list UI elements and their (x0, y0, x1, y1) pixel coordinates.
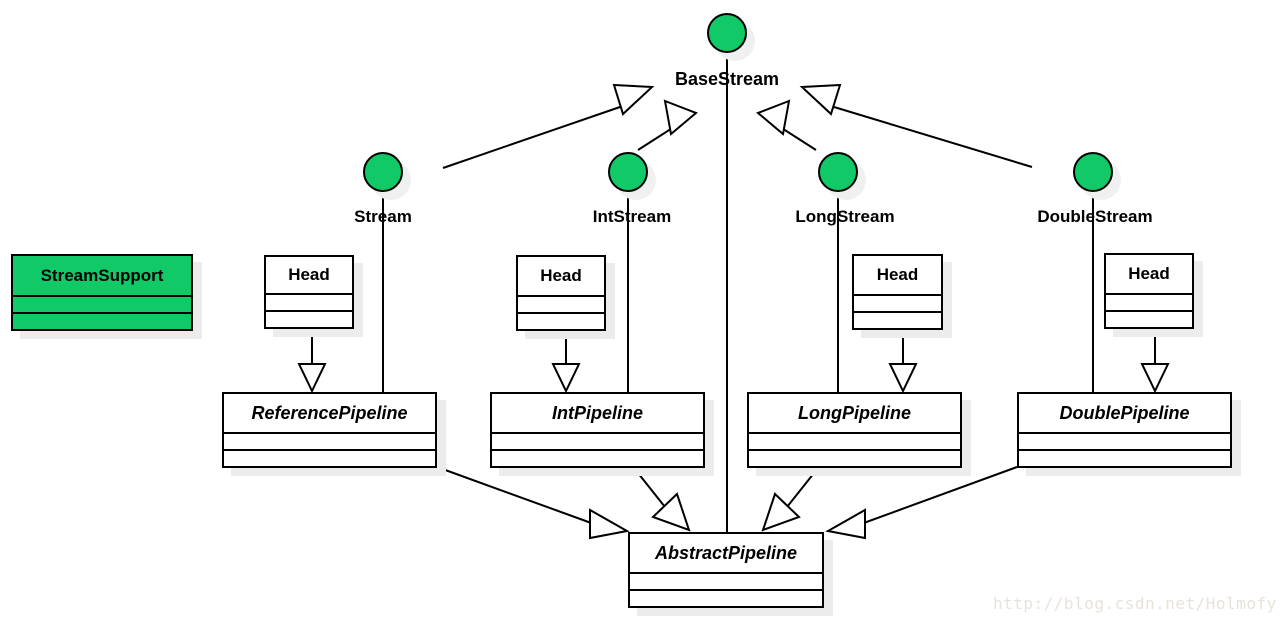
class-name-streamsupport: StreamSupport (40, 265, 164, 285)
generalization-referencepipeline-abstractpipeline (436, 466, 630, 540)
generalization-head-doublepipeline (1140, 328, 1170, 394)
interface-circle-longstream (818, 152, 858, 192)
class-name-abstractpipeline: AbstractPipeline (654, 542, 798, 563)
operations-compartment (854, 311, 941, 328)
operations-compartment (492, 449, 703, 466)
interface-label-intstream: IntStream (592, 207, 672, 226)
generalization-doublestream-basestream (799, 83, 1033, 168)
attributes-compartment (749, 432, 960, 449)
generalization-head-intpipeline (551, 331, 581, 394)
generalization-longstream-basestream (756, 99, 817, 151)
generalization-head-referencepipeline (297, 329, 327, 394)
operations-compartment (630, 589, 822, 606)
operations-compartment (518, 312, 604, 329)
class-box-head-double: Head (1104, 253, 1194, 329)
class-name-head: Head (1128, 264, 1170, 283)
class-box-abstractpipeline: AbstractPipeline (628, 532, 824, 608)
interface-label-doublestream: DoubleStream (1037, 207, 1153, 226)
generalization-doublepipeline-abstractpipeline (825, 466, 1018, 540)
generalization-longpipeline-abstractpipeline (761, 467, 819, 532)
class-box-longpipeline: LongPipeline (747, 392, 962, 468)
attributes-compartment (13, 295, 191, 312)
attributes-compartment (266, 293, 352, 310)
interface-label-stream: Stream (354, 207, 412, 226)
class-name-intpipeline: IntPipeline (551, 402, 643, 423)
generalization-stream-basestream (442, 83, 655, 169)
operations-compartment (266, 310, 352, 327)
interface-circle-stream (363, 152, 403, 192)
watermark-text: http://blog.csdn.net/Holmofy (993, 594, 1277, 613)
class-name-head: Head (540, 266, 582, 285)
interface-circle-intstream (608, 152, 648, 192)
operations-compartment (749, 449, 960, 466)
attributes-compartment (518, 295, 604, 312)
class-name-doublepipeline: DoublePipeline (1059, 402, 1190, 423)
generalization-intpipeline-abstractpipeline (633, 467, 691, 532)
class-box-head-long: Head (852, 254, 943, 330)
operations-compartment (13, 312, 191, 329)
attributes-compartment (854, 294, 941, 311)
operations-compartment (1019, 449, 1230, 466)
attributes-compartment (492, 432, 703, 449)
class-name-head: Head (876, 265, 919, 284)
class-box-head-int: Head (516, 255, 606, 331)
attributes-compartment (1106, 293, 1192, 310)
interface-label-basestream: BaseStream (674, 69, 780, 89)
class-name-longpipeline: LongPipeline (797, 402, 911, 423)
attributes-compartment (224, 432, 435, 449)
operations-compartment (224, 449, 435, 466)
attributes-compartment (1019, 432, 1230, 449)
class-box-referencepipeline: ReferencePipeline (222, 392, 437, 468)
interface-label-longstream: LongStream (795, 207, 895, 226)
interface-circle-doublestream (1073, 152, 1113, 192)
class-box-doublepipeline: DoublePipeline (1017, 392, 1232, 468)
interface-circle-basestream (707, 13, 747, 53)
operations-compartment (1106, 310, 1192, 327)
class-box-streamsupport: StreamSupport (11, 254, 193, 331)
attributes-compartment (630, 572, 822, 589)
generalization-head-longpipeline (888, 329, 918, 394)
class-box-intpipeline: IntPipeline (490, 392, 705, 468)
generalization-intstream-basestream (637, 99, 698, 151)
class-name-head: Head (288, 265, 330, 284)
class-box-head-reference: Head (264, 255, 354, 329)
class-name-referencepipeline: ReferencePipeline (251, 402, 408, 423)
